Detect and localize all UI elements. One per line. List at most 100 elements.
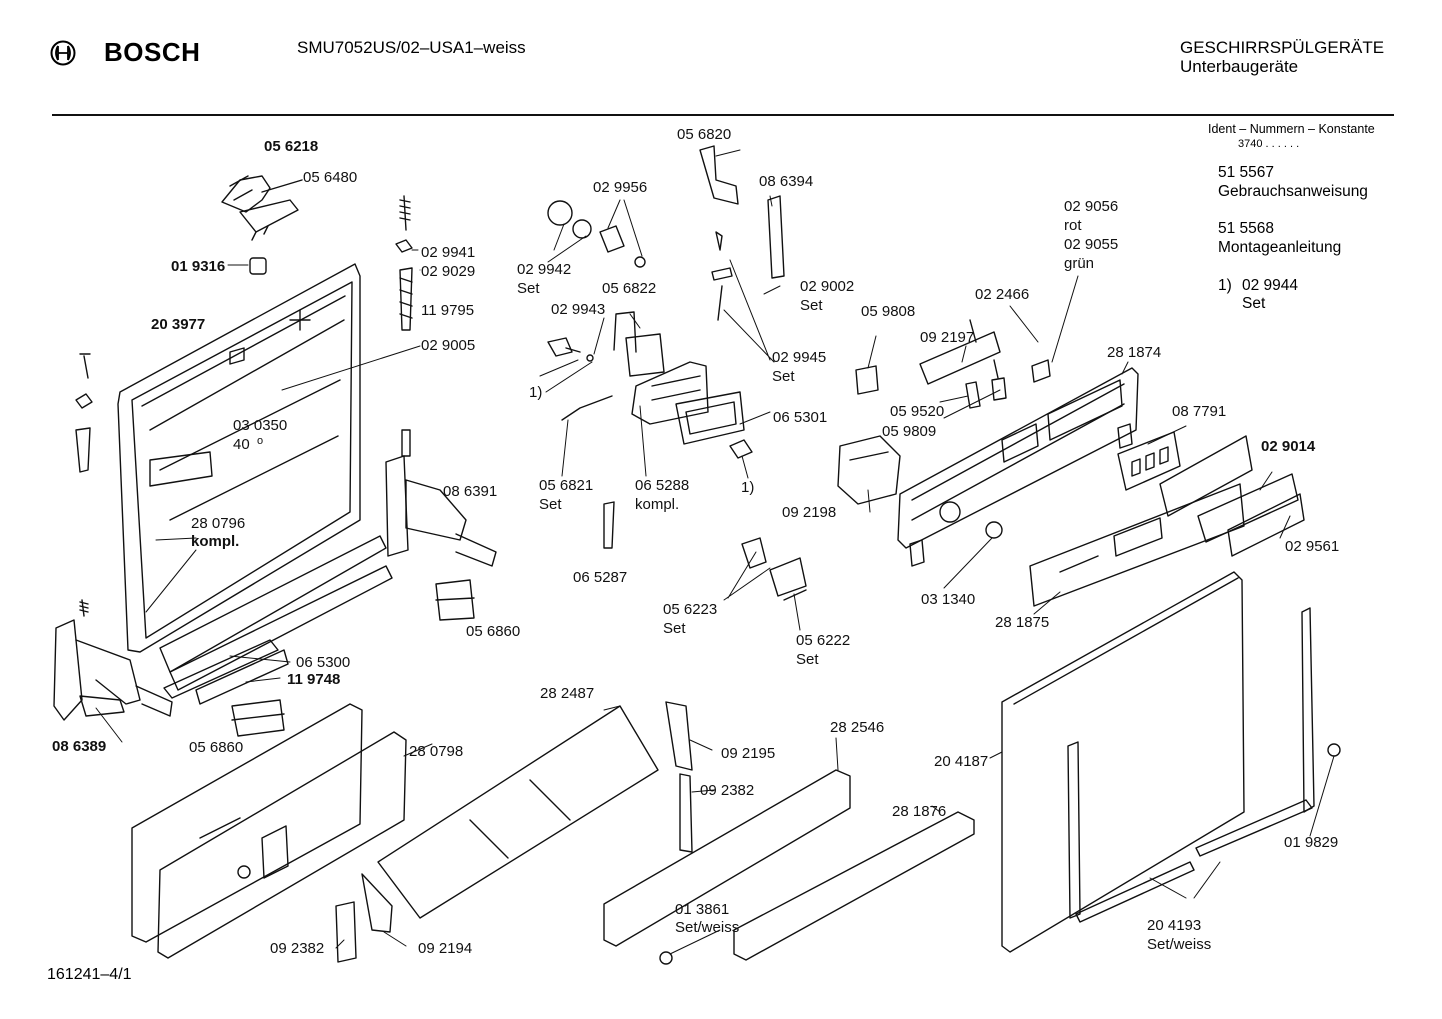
leader-lines bbox=[95, 149, 1335, 955]
part-label: 1) bbox=[741, 479, 755, 496]
part-label: 09 2197 bbox=[920, 329, 975, 346]
brand-name: BOSCH bbox=[104, 37, 201, 67]
part-label: 05 6480 bbox=[303, 169, 358, 186]
bosch-logo bbox=[50, 40, 76, 66]
bottom-channel bbox=[159, 535, 393, 705]
knob bbox=[985, 521, 1003, 539]
part-label: Set bbox=[800, 297, 823, 314]
part-label: 28 2487 bbox=[540, 685, 595, 702]
door-latch-part bbox=[221, 175, 299, 241]
part-label: 05 6860 bbox=[466, 623, 521, 640]
part-label: 05 6860 bbox=[189, 739, 244, 756]
part-label: 06 5301 bbox=[773, 409, 828, 426]
ident-value: 3740 . . . . . . bbox=[1238, 138, 1300, 150]
part-label: 09 2198 bbox=[782, 504, 837, 521]
part-label: 02 9561 bbox=[1285, 538, 1340, 555]
part-label: 05 6821 bbox=[539, 477, 594, 494]
part-label: 06 5288 bbox=[635, 477, 690, 494]
base-panels bbox=[131, 701, 975, 965]
central-components bbox=[547, 145, 785, 549]
part-label: 01 9829 bbox=[1284, 834, 1339, 851]
part-label: 02 2466 bbox=[975, 286, 1030, 303]
part-label: 05 6218 bbox=[264, 138, 319, 155]
part-label: 28 0798 bbox=[409, 743, 464, 760]
hinge-assembly-left bbox=[53, 619, 173, 721]
hinge-bracket-right bbox=[385, 455, 497, 567]
model-number: SMU7052US/02–USA1–weiss bbox=[297, 38, 526, 57]
hinge-clip bbox=[249, 257, 267, 275]
part-label: 1) bbox=[529, 384, 543, 401]
part-label: 11 9748 bbox=[287, 671, 341, 688]
part-label: 11 9795 bbox=[421, 302, 475, 319]
part-label: Set/weiss bbox=[1147, 936, 1212, 953]
part-label: 08 7791 bbox=[1172, 403, 1227, 420]
footnote-note: Set bbox=[1242, 295, 1266, 312]
ident-title: Ident – Nummern – Konstante bbox=[1208, 122, 1375, 136]
doc-name-2: Montageanleitung bbox=[1218, 239, 1342, 256]
part-label: 08 6391 bbox=[443, 483, 498, 500]
springs-left bbox=[75, 195, 413, 617]
part-label: 02 9014 bbox=[1261, 438, 1316, 455]
category-title: GESCHIRRSPÜLGERÄTE bbox=[1180, 38, 1385, 57]
part-label: 09 2194 bbox=[418, 940, 473, 957]
doc-name-1: Gebrauchsanweisung bbox=[1218, 183, 1368, 200]
part-label: Set bbox=[796, 651, 819, 668]
outer-door-panel bbox=[1001, 571, 1245, 953]
part-label: 05 9808 bbox=[861, 303, 916, 320]
drawing-code: 161241–4/1 bbox=[47, 966, 132, 983]
part-label: 20 4187 bbox=[934, 753, 989, 770]
part-label: Set bbox=[663, 620, 686, 637]
part-label: Set/weiss bbox=[675, 919, 740, 936]
doc-number-2: 51 5568 bbox=[1218, 220, 1275, 237]
seal-block-b bbox=[231, 699, 285, 737]
part-label: 05 9809 bbox=[882, 423, 937, 440]
small-clips bbox=[741, 319, 1051, 601]
part-label: 05 9520 bbox=[890, 403, 945, 420]
part-label: 02 9941 bbox=[421, 244, 476, 261]
part-label: 09 2382 bbox=[700, 782, 755, 799]
part-label: 01 9316 bbox=[171, 258, 226, 275]
part-label: 40 bbox=[233, 436, 250, 453]
part-label: 09 2382 bbox=[270, 940, 325, 957]
part-label: rot bbox=[1064, 217, 1082, 234]
part-label: 01 3861 bbox=[675, 901, 730, 918]
part-label: 02 9029 bbox=[421, 263, 476, 280]
part-label: 02 9956 bbox=[593, 179, 648, 196]
part-label: 05 6822 bbox=[602, 280, 657, 297]
part-label: 05 6820 bbox=[677, 126, 732, 143]
control-fascia bbox=[1029, 483, 1245, 607]
degree-mark: o bbox=[257, 435, 264, 447]
part-label: 02 9942 bbox=[517, 261, 572, 278]
inner-door-panel bbox=[117, 263, 361, 653]
door-frame bbox=[1067, 607, 1315, 923]
part-label: 06 5287 bbox=[573, 569, 628, 586]
part-label: 02 9056 bbox=[1064, 198, 1119, 215]
seal-block-a bbox=[435, 579, 475, 621]
part-label: 02 9002 bbox=[800, 278, 855, 295]
part-label: kompl. bbox=[191, 533, 240, 550]
control-panel-frame bbox=[897, 367, 1139, 567]
part-label: 03 0350 bbox=[233, 417, 288, 434]
header-rule bbox=[52, 114, 1394, 116]
part-label: 08 6394 bbox=[759, 173, 814, 190]
part-label: 28 0796 bbox=[191, 515, 246, 532]
programmer-unit bbox=[837, 435, 901, 505]
part-label: 05 6223 bbox=[663, 601, 718, 618]
footnote-number: 02 9944 bbox=[1242, 277, 1299, 294]
part-label: Set bbox=[539, 496, 562, 513]
part-label: 20 4193 bbox=[1147, 917, 1202, 934]
part-label: Set bbox=[772, 368, 795, 385]
part-label: 02 9005 bbox=[421, 337, 476, 354]
part-label: 05 6222 bbox=[796, 632, 851, 649]
part-label: Set bbox=[517, 280, 540, 297]
part-label: grün bbox=[1064, 255, 1095, 272]
part-label: 02 9055 bbox=[1064, 236, 1119, 253]
part-label: kompl. bbox=[635, 496, 680, 513]
button-blocks bbox=[1117, 431, 1305, 557]
part-label: 03 1340 bbox=[921, 591, 976, 608]
part-label: 28 2546 bbox=[830, 719, 885, 736]
part-label: 02 9943 bbox=[551, 301, 606, 318]
part-label: 28 1876 bbox=[892, 803, 947, 820]
footnote-marker: 1) bbox=[1218, 277, 1232, 294]
